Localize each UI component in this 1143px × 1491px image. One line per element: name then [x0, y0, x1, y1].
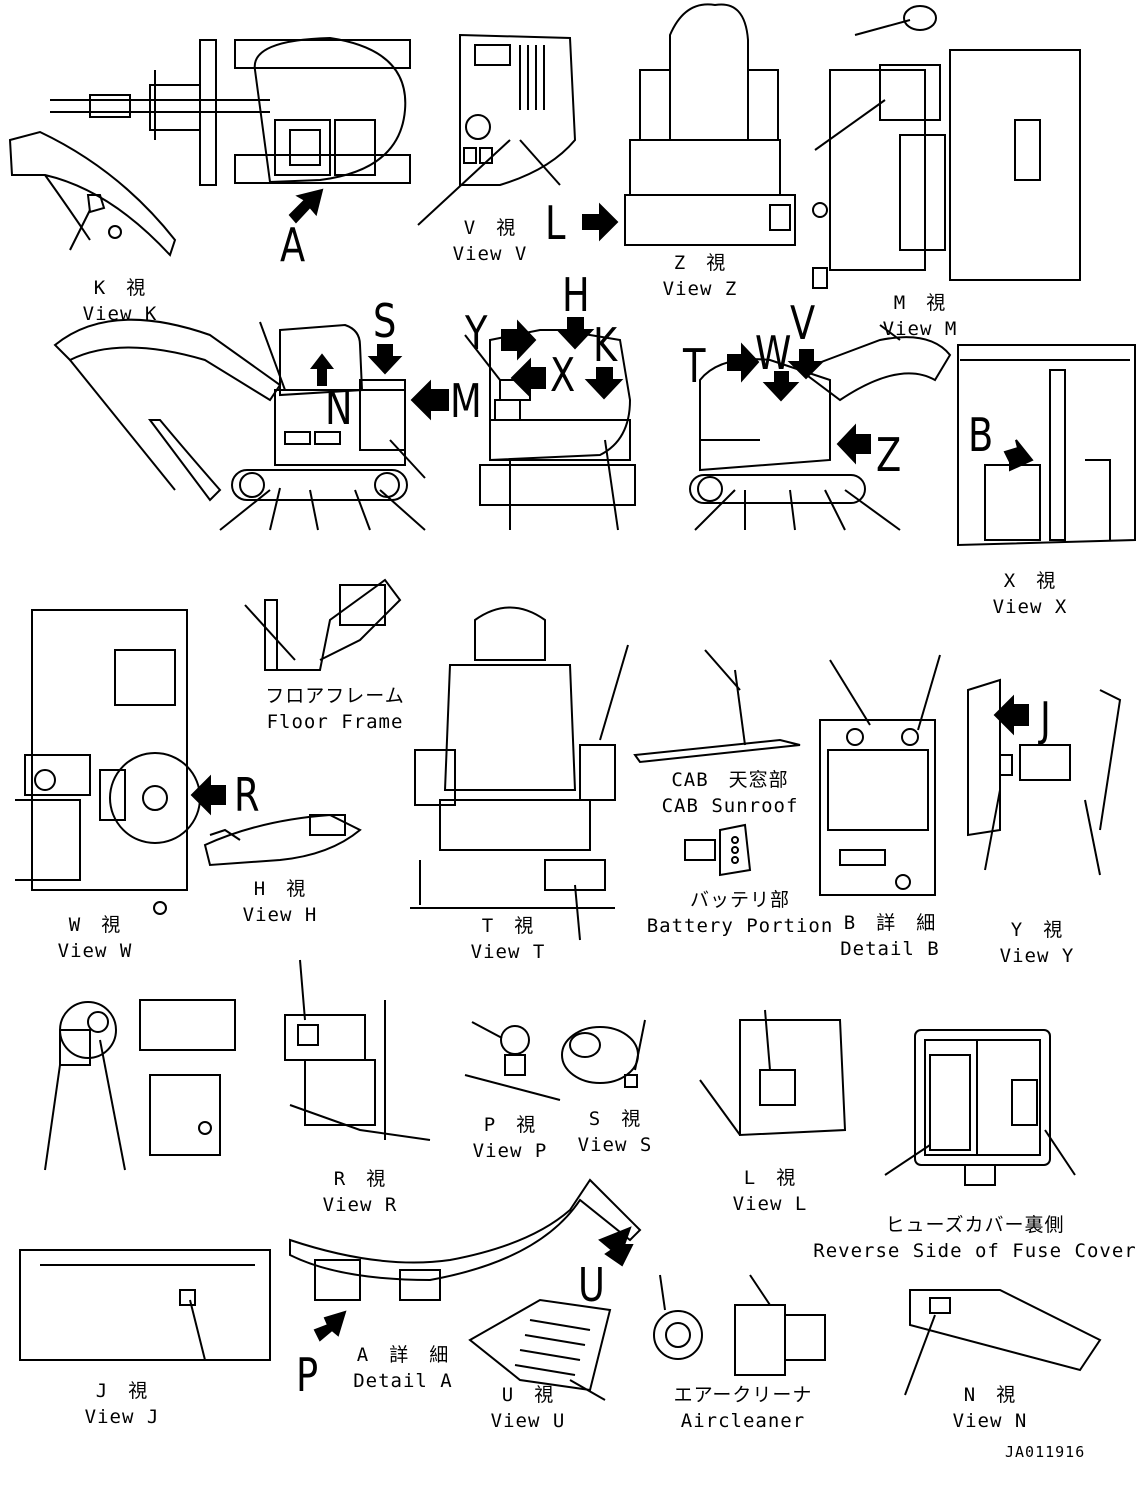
marker-w: W — [755, 326, 792, 380]
arrow-u — [598, 1226, 634, 1267]
arrow-b — [1003, 439, 1034, 472]
view-y-drawing — [967, 678, 1122, 876]
cab-sunroof-drawing — [633, 649, 801, 764]
arrow-k — [584, 367, 624, 400]
marker-v: V — [790, 296, 816, 350]
excavator-top-view-drawing — [50, 36, 411, 186]
battery-drawing — [684, 823, 752, 877]
view-k-drawing — [8, 130, 177, 257]
view-p-drawing — [464, 1021, 561, 1101]
arrow-t — [727, 342, 760, 383]
arrow-n — [309, 353, 335, 386]
marker-n: N — [325, 381, 353, 435]
marker-t: T — [683, 339, 706, 393]
view-bottom-left-drawing — [44, 999, 236, 1171]
view-j-drawing — [19, 1249, 271, 1361]
arrow-j — [993, 694, 1029, 736]
marker-p: P — [296, 1348, 319, 1402]
marker-j: J — [1040, 692, 1051, 746]
marker-s: S — [373, 294, 397, 348]
marker-x: X — [550, 348, 576, 402]
view-u-drawing — [468, 1298, 612, 1401]
marker-l: L — [545, 196, 566, 250]
marker-m: M — [450, 374, 482, 428]
view-l-drawing — [699, 1009, 847, 1137]
arrow-s — [367, 344, 403, 375]
arrow-y — [501, 319, 537, 361]
excavator-rear-view-drawing — [464, 329, 636, 531]
marker-b: B — [968, 408, 994, 462]
marker-z: Z — [876, 428, 902, 482]
arrow-h — [555, 317, 595, 350]
arrow-m — [410, 379, 449, 421]
arrow-a — [288, 188, 324, 224]
aircleaner-drawing — [653, 1274, 826, 1376]
arrow-r — [190, 774, 226, 816]
arrow-v — [787, 349, 825, 380]
marker-a: A — [280, 218, 306, 272]
drawing-code: JA011916 — [1005, 1443, 1086, 1461]
marker-y: Y — [465, 306, 488, 360]
view-s-drawing — [561, 1019, 646, 1088]
view-z-drawing — [624, 3, 796, 246]
detail-a-drawing — [289, 1178, 642, 1301]
view-v-drawing — [417, 33, 577, 226]
view-x-drawing — [957, 344, 1136, 547]
arrow-x-left — [510, 357, 546, 399]
arrow-w — [762, 371, 800, 402]
arrow-p — [313, 1310, 347, 1342]
view-r-drawing — [284, 959, 431, 1141]
arrow-l — [582, 202, 619, 242]
view-m-drawing — [812, 5, 1081, 289]
view-t-drawing — [410, 606, 629, 941]
floor-frame-drawing — [244, 578, 402, 671]
excavator-side-view-drawing — [53, 318, 426, 531]
view-w-drawing — [15, 609, 201, 915]
view-n-drawing — [904, 1289, 1102, 1396]
marker-k: K — [593, 318, 618, 372]
arrow-z — [836, 423, 871, 465]
view-h-drawing — [203, 813, 362, 867]
detail-b-drawing — [819, 654, 941, 896]
marker-r: R — [234, 768, 260, 822]
marker-u: U — [578, 1258, 605, 1312]
fuse-cover-drawing — [884, 1029, 1076, 1186]
marker-h: H — [562, 268, 590, 322]
